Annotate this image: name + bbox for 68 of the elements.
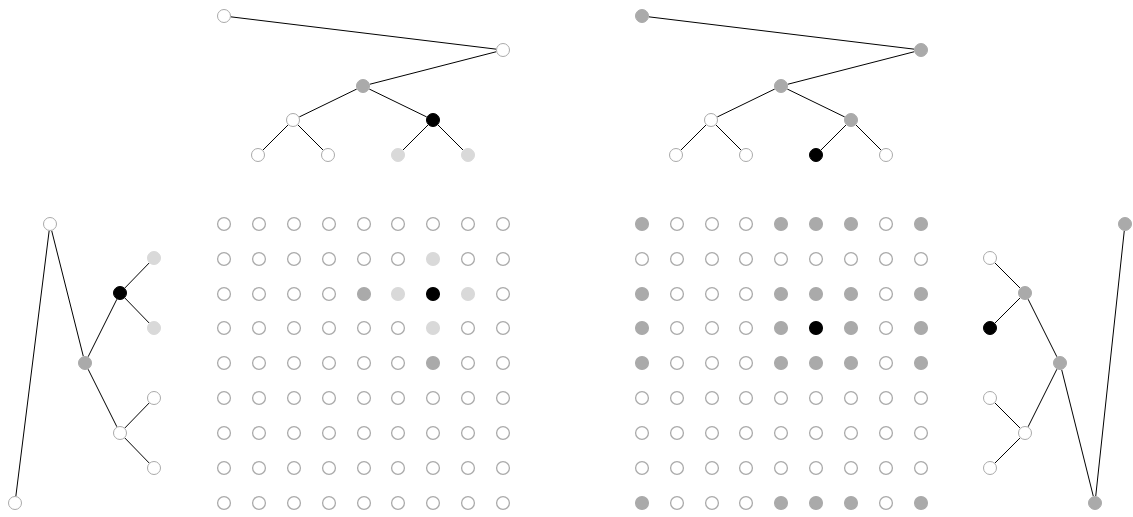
connector-line bbox=[787, 51, 915, 85]
connector-line bbox=[368, 88, 428, 118]
tree-node bbox=[983, 391, 997, 405]
connector-line bbox=[715, 124, 742, 151]
connector-line bbox=[51, 230, 84, 357]
connector-line bbox=[124, 402, 150, 429]
connector-line bbox=[994, 437, 1021, 464]
tree-node bbox=[635, 9, 649, 23]
tree-node bbox=[774, 79, 788, 93]
connector-line bbox=[124, 437, 150, 464]
tree-node bbox=[1018, 426, 1032, 440]
tree-node bbox=[113, 286, 127, 300]
tree-node bbox=[669, 148, 683, 162]
connector-line bbox=[298, 88, 358, 118]
tree-node bbox=[356, 79, 370, 93]
connector-line bbox=[124, 262, 150, 289]
tree-node bbox=[43, 217, 57, 231]
tree-node bbox=[8, 496, 22, 510]
connector-line bbox=[716, 88, 776, 118]
tree-node bbox=[844, 113, 858, 127]
connector-line bbox=[1095, 230, 1125, 497]
tree-node bbox=[983, 321, 997, 335]
tree-node bbox=[321, 148, 335, 162]
tree-node bbox=[983, 461, 997, 475]
tree-node bbox=[147, 251, 161, 265]
tree-node bbox=[879, 148, 893, 162]
connector-line bbox=[402, 124, 429, 151]
connector-line bbox=[369, 51, 497, 85]
tree-node bbox=[147, 461, 161, 475]
connector-line bbox=[786, 88, 846, 118]
tree-node bbox=[286, 113, 300, 127]
tree-node bbox=[426, 113, 440, 127]
connector-line bbox=[855, 124, 882, 151]
connector-line bbox=[994, 262, 1021, 289]
tree-node bbox=[147, 321, 161, 335]
connector-line bbox=[680, 124, 707, 151]
connector-line bbox=[1027, 298, 1058, 358]
connector-line bbox=[1027, 368, 1058, 428]
tree-node bbox=[1053, 356, 1067, 370]
connector-line bbox=[820, 124, 847, 151]
tree-node bbox=[217, 9, 231, 23]
tree-node bbox=[461, 148, 475, 162]
connector-line bbox=[994, 402, 1021, 429]
connector-line bbox=[87, 368, 118, 428]
connector-line bbox=[994, 297, 1021, 324]
tree-node bbox=[1118, 217, 1132, 231]
tree-node bbox=[113, 426, 127, 440]
tree-node bbox=[1088, 496, 1102, 510]
connector-line bbox=[87, 298, 118, 358]
connector-line bbox=[124, 297, 150, 324]
tree-node bbox=[78, 356, 92, 370]
tree-node bbox=[1018, 286, 1032, 300]
connector-line bbox=[1061, 369, 1094, 497]
connector-line bbox=[437, 124, 464, 151]
tree-node bbox=[704, 113, 718, 127]
connector-line bbox=[297, 124, 324, 151]
tree-node bbox=[496, 43, 510, 57]
tree-node bbox=[391, 148, 405, 162]
tree-node bbox=[914, 43, 928, 57]
tree-node bbox=[147, 391, 161, 405]
tree-node bbox=[739, 148, 753, 162]
tree-node bbox=[809, 148, 823, 162]
connector-line bbox=[15, 230, 50, 497]
connector-line bbox=[262, 124, 289, 151]
connector-line bbox=[648, 16, 915, 50]
connector-line bbox=[230, 16, 497, 50]
tree-node bbox=[983, 251, 997, 265]
tree-node bbox=[251, 148, 265, 162]
